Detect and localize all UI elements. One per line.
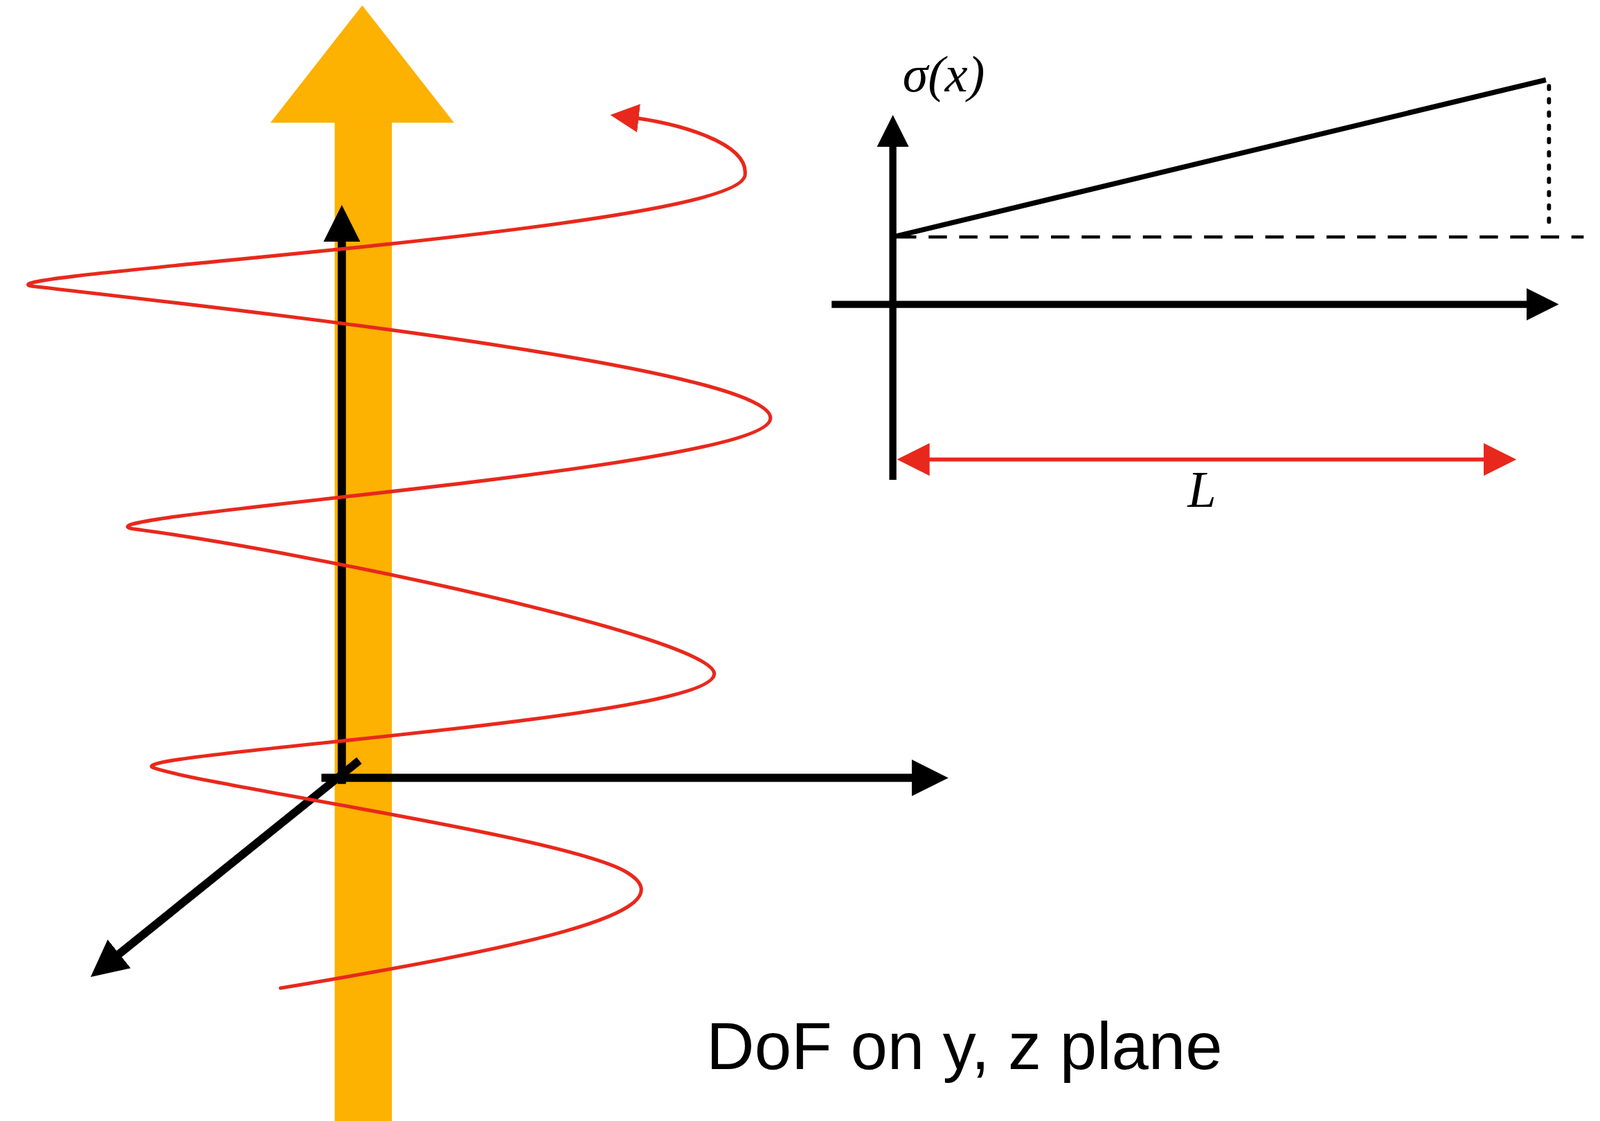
- dimension-label: L: [1187, 461, 1216, 518]
- inset-graph: [831, 79, 1584, 480]
- caption-note: DoF on y, z plane: [706, 1009, 1222, 1083]
- helix-trajectory: [28, 116, 771, 988]
- field-arrow: [270, 5, 455, 1121]
- axis-label: σ(x): [902, 46, 986, 103]
- coordinate-axes: [101, 219, 934, 968]
